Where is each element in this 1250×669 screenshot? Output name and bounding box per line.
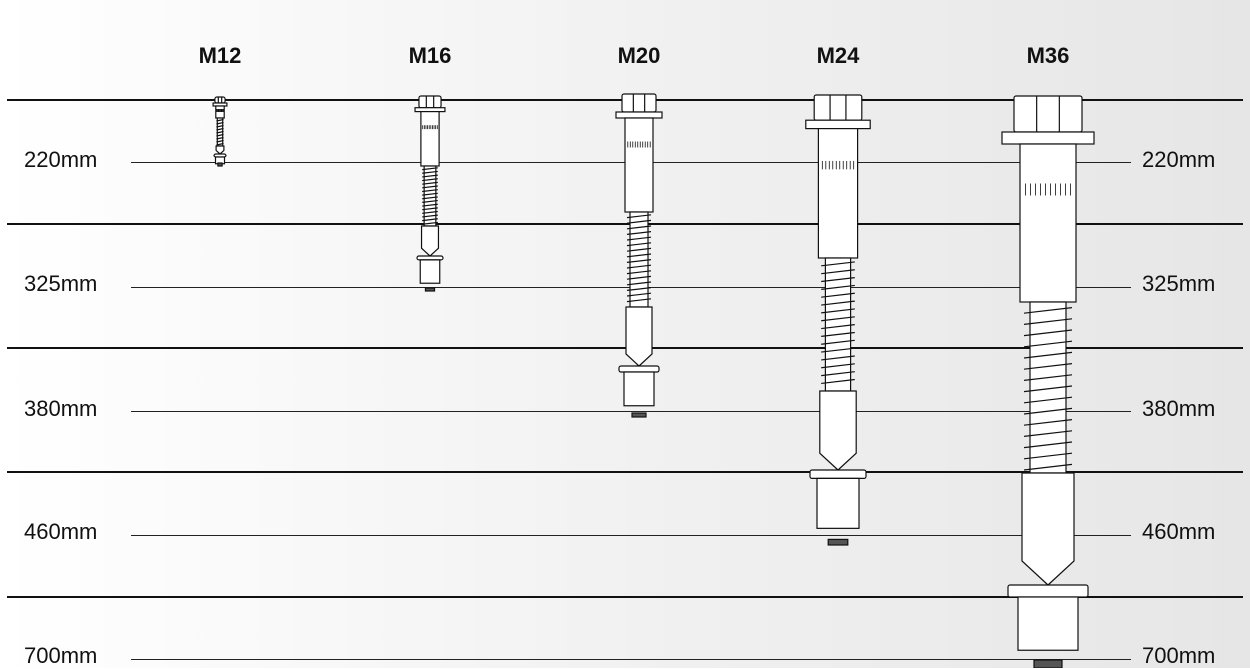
column-label-m36: M36: [1026, 43, 1070, 68]
length-label-left: 325mm: [24, 271, 98, 296]
length-guide-460: [131, 535, 1131, 536]
bolt-m20: [615, 93, 663, 418]
band-divider: [7, 596, 1243, 598]
column-label-m24: M24: [816, 43, 860, 68]
length-label-right: 380mm: [1142, 396, 1216, 421]
bolt-m12: [212, 96, 228, 167]
length-label-left: 700mm: [24, 643, 98, 668]
band-divider: [7, 347, 1243, 349]
band-divider: [7, 223, 1243, 225]
length-label-right: 460mm: [1142, 519, 1216, 544]
column-label-m20: M20: [617, 43, 661, 68]
length-label-left: 220mm: [24, 147, 98, 172]
column-label-m12: M12: [198, 43, 242, 68]
band-divider: [7, 471, 1243, 473]
length-label-right: 700mm: [1142, 643, 1216, 668]
bolt-m16: [414, 95, 446, 292]
length-guide-380: [131, 411, 1131, 412]
bolt-m36: [1001, 95, 1095, 668]
length-label-right: 220mm: [1142, 147, 1216, 172]
length-label-left: 380mm: [24, 396, 98, 421]
column-label-m16: M16: [408, 43, 452, 68]
length-guide-700: [131, 659, 1131, 660]
bolt-m24: [805, 94, 871, 546]
length-label-left: 460mm: [24, 519, 98, 544]
length-label-right: 325mm: [1142, 271, 1216, 296]
